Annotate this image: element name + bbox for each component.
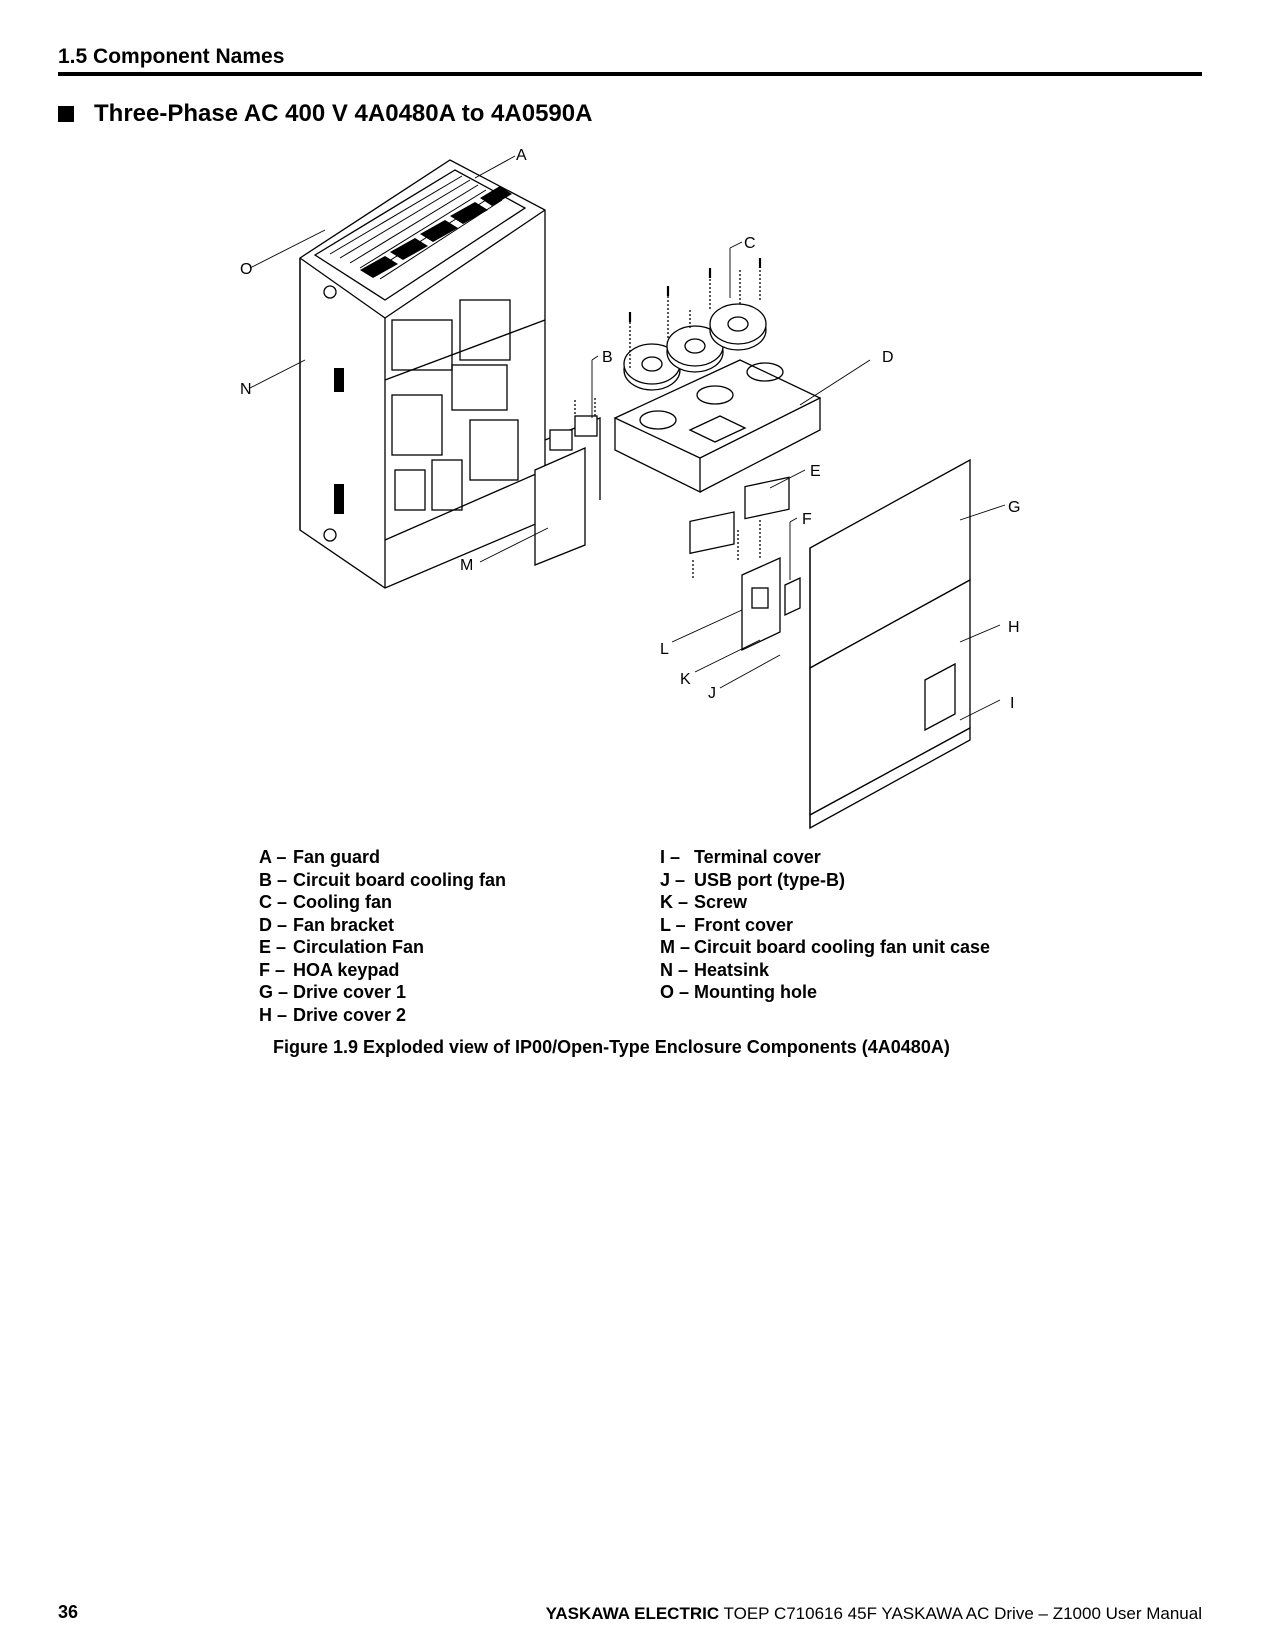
legend-item: J –USB port (type-B) — [660, 869, 845, 890]
legend-item: F –HOA keypad — [259, 959, 400, 980]
footer-doc: TOEP C710616 45F YASKAWA AC Drive – Z100… — [723, 1604, 1202, 1623]
legend-item: G –Drive cover 1 — [259, 982, 407, 1002]
callout-h: H — [1008, 619, 1020, 636]
legend-item: H –Drive cover 2 — [259, 1004, 407, 1025]
legend-item: M –Circuit board cooling fan unit case — [660, 937, 991, 957]
page-number: 36 — [58, 1602, 79, 1622]
legend-item: N –Heatsink — [660, 959, 770, 980]
drive-covers — [809, 458, 971, 830]
footer-doc-info: YASKAWA ELECTRIC TOEP C710616 45F YASKAW… — [546, 1604, 1202, 1624]
drive-body — [299, 159, 546, 589]
figure-caption: Figure 1.9 Exploded view of IP00/Open-Ty… — [273, 1037, 950, 1057]
callout-e: E — [810, 463, 821, 480]
legend-item: A –Fan guard — [259, 847, 381, 867]
callout-o: O — [240, 261, 252, 278]
callout-k: K — [680, 671, 691, 688]
callout-f: F — [802, 511, 812, 528]
callout-i: I — [1010, 695, 1014, 712]
callout-b: B — [602, 349, 613, 366]
fan-bracket — [613, 359, 822, 494]
footer-brand: YASKAWA ELECTRIC — [545, 1604, 720, 1623]
legend-item: K –Screw — [660, 892, 748, 912]
legend-item: E –Circulation Fan — [259, 937, 425, 957]
callout-m: M — [460, 557, 473, 574]
legend-right: I –Terminal cover J –USB port (type-B) K… — [660, 846, 990, 1004]
callout-g: G — [1008, 499, 1020, 516]
legend-item: L –Front cover — [660, 914, 794, 935]
header-rule — [58, 72, 1202, 76]
callout-j: J — [708, 685, 716, 702]
section-title: 1.5 Component Names — [58, 45, 285, 68]
callout-c: C — [744, 235, 756, 252]
legend-item: C –Cooling fan — [259, 892, 392, 912]
front-cover — [741, 556, 801, 652]
subsection-heading: Three-Phase AC 400 V 4A0480A to 4A0590A — [58, 100, 592, 128]
callout-a: A — [516, 147, 527, 164]
cooling-fans — [623, 258, 767, 391]
page-header: 1.5 Component Names — [58, 44, 1202, 70]
fan-unit-case — [534, 398, 601, 566]
legend-item: I –Terminal cover — [660, 847, 821, 867]
bullet-square-icon — [58, 106, 74, 122]
callout-d: D — [882, 349, 894, 366]
callout-n: N — [240, 381, 252, 398]
legend-item: O –Mounting hole — [660, 982, 817, 1002]
circulation-fans — [689, 476, 790, 580]
legend-left: A –Fan guard B –Circuit board cooling fa… — [259, 846, 506, 1026]
subsection-title: Three-Phase AC 400 V 4A0480A to 4A0590A — [94, 100, 593, 127]
legend-item: D –Fan bracket — [259, 914, 395, 935]
hoa-keypad — [784, 576, 801, 617]
legend-item: B –Circuit board cooling fan — [259, 869, 507, 890]
exploded-view-figure: A B C D E F G H I J K L M N O — [240, 147, 1020, 830]
callout-l: L — [660, 641, 669, 658]
